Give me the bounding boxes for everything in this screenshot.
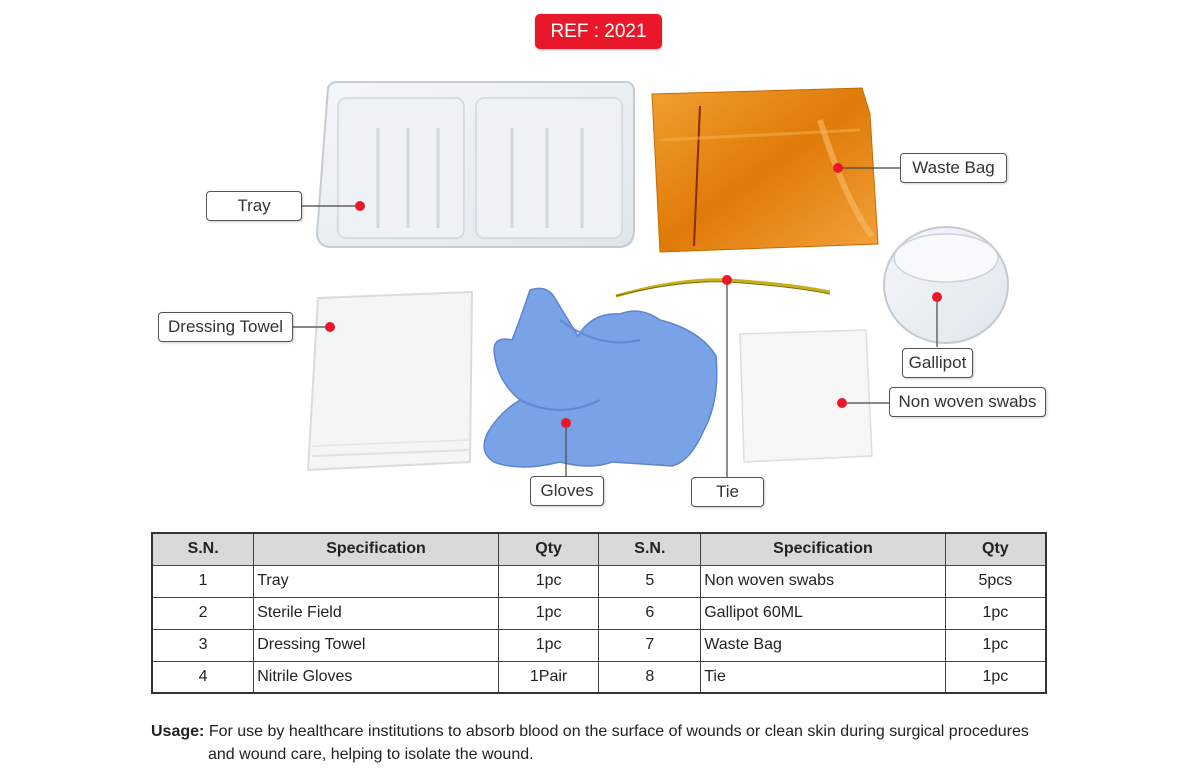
specification-table: S.N. Specification Qty S.N. Specificatio… xyxy=(151,532,1047,694)
cell-sn: 6 xyxy=(598,596,702,630)
label-gallipot: Gallipot xyxy=(902,348,973,378)
cell-specification: Nitrile Gloves xyxy=(253,660,499,694)
cell-sn: 1 xyxy=(151,564,255,598)
usage-text-line2: and wound care, helping to isolate the w… xyxy=(208,746,534,763)
ref-badge: REF : 2021 xyxy=(535,14,662,49)
header-sn: S.N. xyxy=(598,532,702,566)
callout-dots xyxy=(325,163,942,428)
cell-sn: 5 xyxy=(598,564,702,598)
cell-qty: 1Pair xyxy=(497,660,600,694)
cell-qty: 1pc xyxy=(497,628,600,662)
product-photo xyxy=(292,81,1009,477)
cell-specification: Non woven swabs xyxy=(700,564,946,598)
usage-note: Usage: For use by healthcare institution… xyxy=(151,720,1071,766)
cell-sn: 2 xyxy=(151,596,255,630)
cell-qty: 1pc xyxy=(944,596,1047,630)
cell-qty: 1pc xyxy=(944,628,1047,662)
table-row: 3 Dressing Towel 1pc 7 Waste Bag 1pc xyxy=(151,628,1047,662)
cell-qty: 1pc xyxy=(497,564,600,598)
cell-sn: 4 xyxy=(151,660,255,694)
gallipot-image xyxy=(883,226,1009,344)
header-specification: Specification xyxy=(253,532,499,566)
cell-sn: 7 xyxy=(598,628,702,662)
cell-sn: 3 xyxy=(151,628,255,662)
cell-qty: 1pc xyxy=(944,660,1047,694)
cell-specification: Gallipot 60ML xyxy=(700,596,946,630)
gloves-image xyxy=(483,287,718,468)
label-gloves: Gloves xyxy=(530,476,604,506)
header-qty: Qty xyxy=(497,532,600,566)
label-tray: Tray xyxy=(206,191,302,221)
cell-qty: 1pc xyxy=(497,596,600,630)
table-row: 1 Tray 1pc 5 Non woven swabs 5pcs xyxy=(151,564,1047,598)
callout-lines xyxy=(292,167,938,477)
cell-specification: Sterile Field xyxy=(253,596,499,630)
cell-qty: 5pcs xyxy=(944,564,1047,598)
label-tie: Tie xyxy=(691,477,764,507)
dressing-towel-image xyxy=(306,290,474,472)
waste-bag-image xyxy=(651,87,879,253)
table-header-row: S.N. Specification Qty S.N. Specificatio… xyxy=(151,532,1047,566)
table-row: 4 Nitrile Gloves 1Pair 8 Tie 1pc xyxy=(151,660,1047,694)
tray-image xyxy=(315,81,635,248)
cell-specification: Dressing Towel xyxy=(253,628,499,662)
cell-sn: 8 xyxy=(598,660,702,694)
label-non-woven-swabs: Non woven swabs xyxy=(889,387,1046,417)
non-woven-swabs-image xyxy=(739,329,873,463)
usage-text-line1: For use by healthcare institutions to ab… xyxy=(208,723,1029,740)
table-row: 2 Sterile Field 1pc 6 Gallipot 60ML 1pc xyxy=(151,596,1047,630)
cell-specification: Tray xyxy=(253,564,499,598)
label-waste-bag: Waste Bag xyxy=(900,153,1007,183)
header-sn: S.N. xyxy=(151,532,255,566)
header-qty: Qty xyxy=(944,532,1047,566)
cell-specification: Tie xyxy=(700,660,946,694)
label-dressing-towel: Dressing Towel xyxy=(158,312,293,342)
header-specification: Specification xyxy=(700,532,946,566)
usage-label: Usage: xyxy=(151,723,205,740)
cell-specification: Waste Bag xyxy=(700,628,946,662)
